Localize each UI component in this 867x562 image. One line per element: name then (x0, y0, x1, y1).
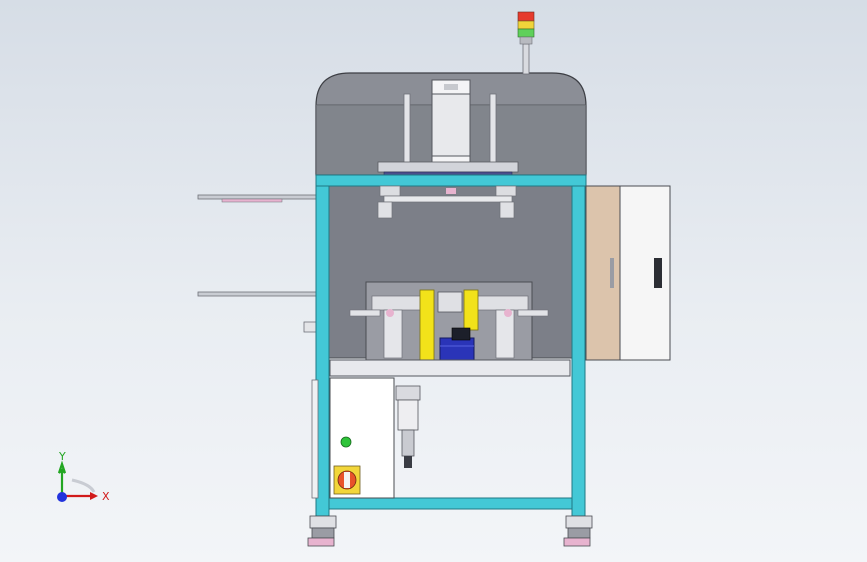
upper-frame-beam (315, 174, 587, 187)
control-cabinet (585, 185, 671, 361)
electrical-box (311, 377, 395, 499)
axis-x-label: X (102, 490, 110, 503)
cabinet-handle (654, 258, 662, 288)
press-fixture (377, 185, 517, 219)
yellow-belts (419, 289, 479, 369)
axis-triad: Y X (57, 450, 110, 503)
axis-y-label: Y (58, 450, 66, 463)
press-cylinder (431, 79, 471, 171)
base-plate (329, 359, 571, 377)
feed-rails (197, 194, 319, 333)
indicator-light (340, 436, 352, 448)
frame (315, 174, 587, 517)
signal-tower-icon (517, 11, 535, 75)
leveling-feet (307, 515, 593, 547)
air-filter-regulator (395, 385, 421, 468)
